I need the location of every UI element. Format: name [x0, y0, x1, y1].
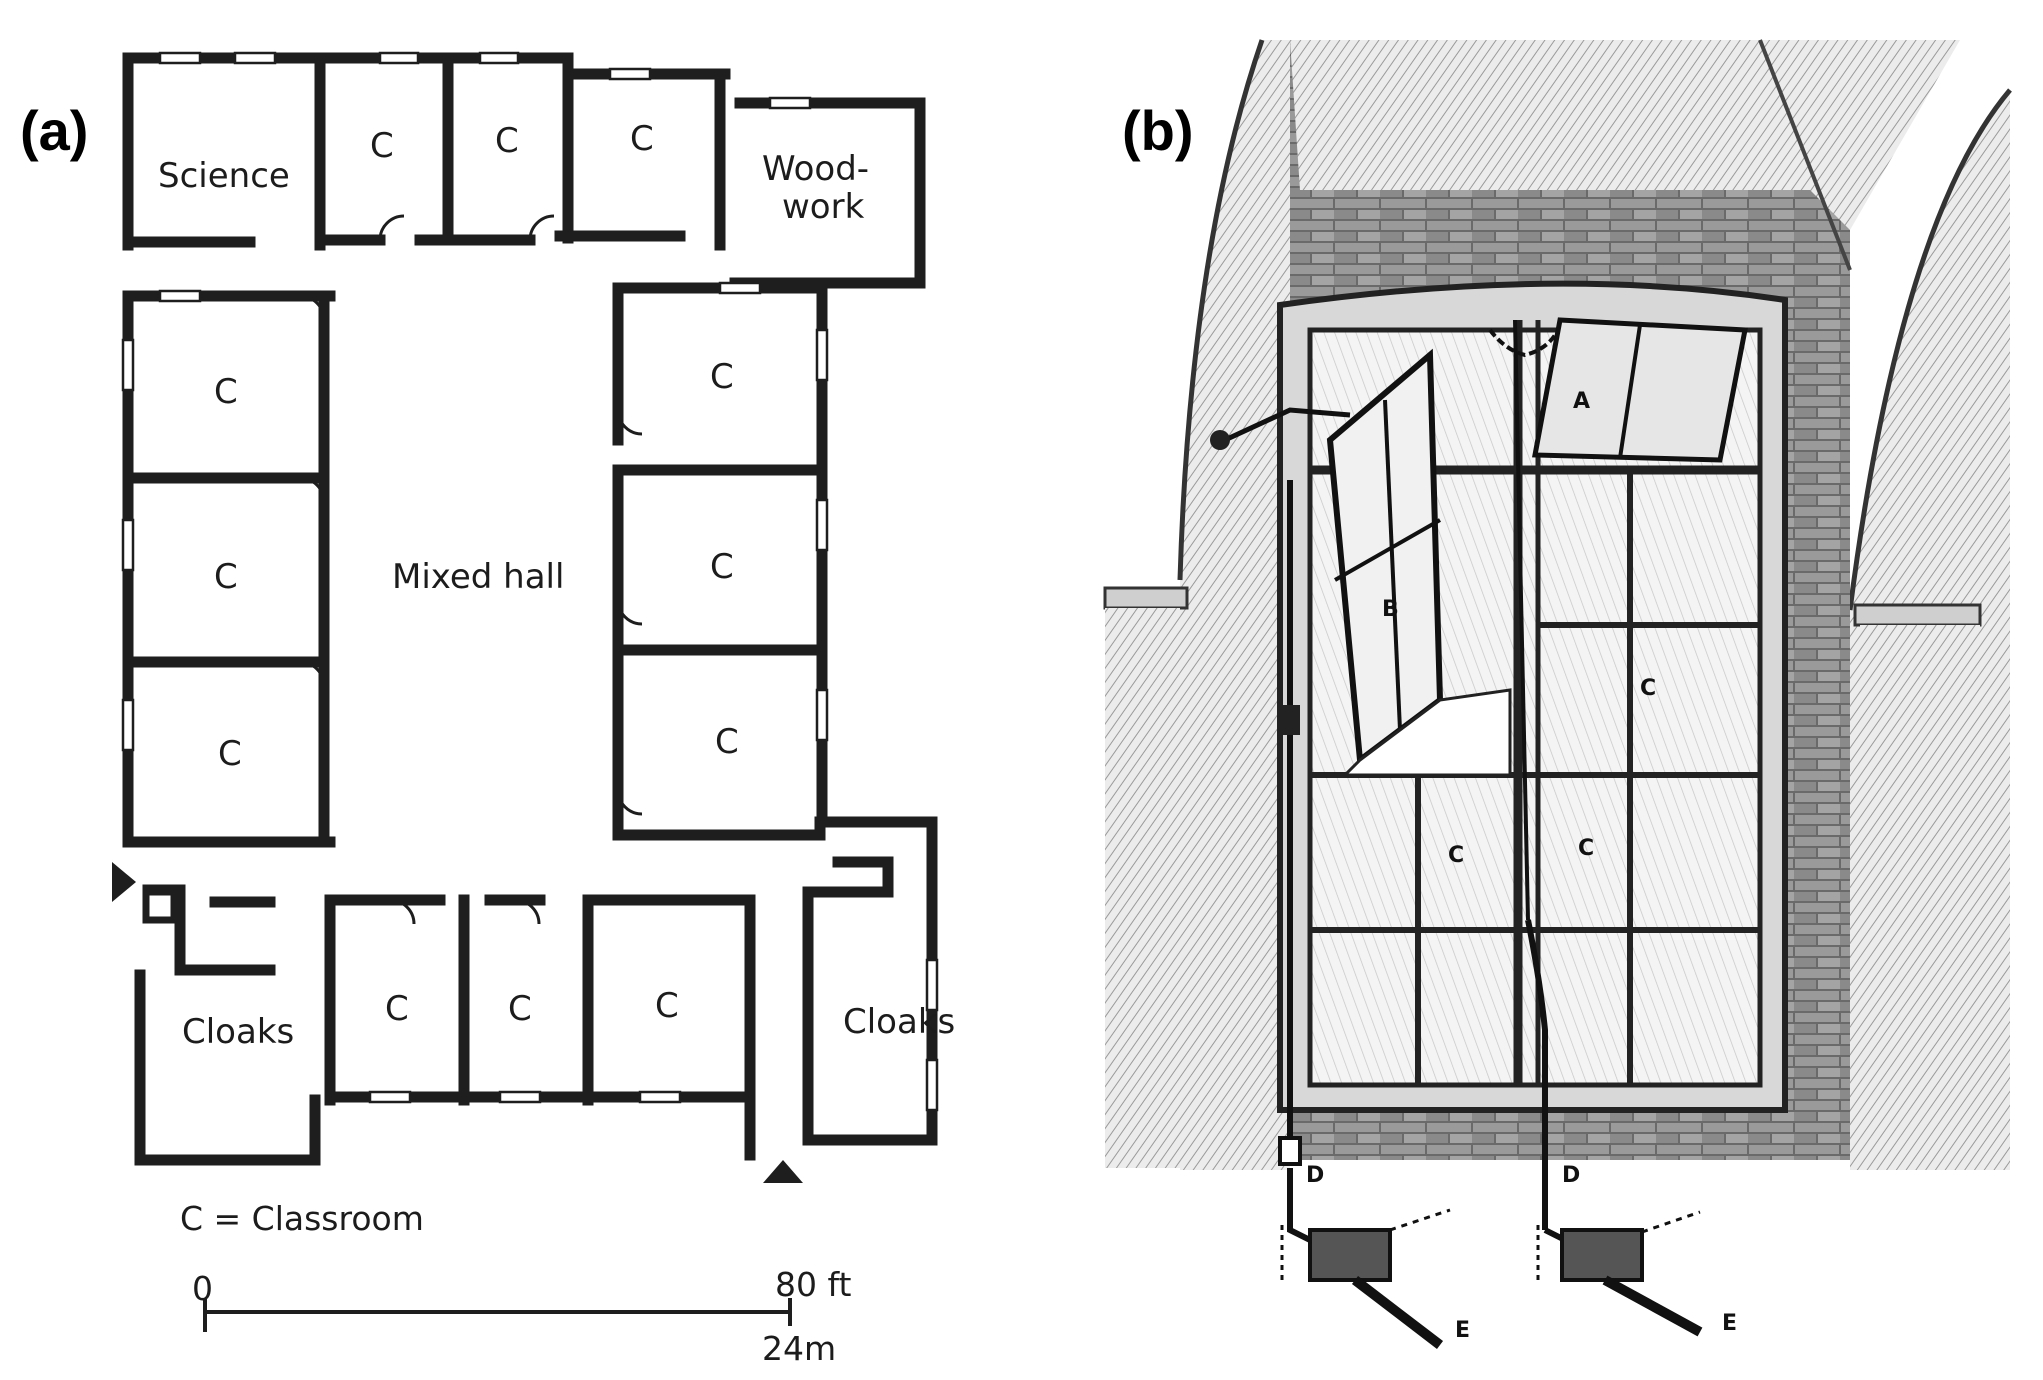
room-label-classroom: C: [218, 734, 242, 774]
legend-text: C = Classroom: [180, 1199, 424, 1238]
scale-start: 0: [192, 1269, 213, 1308]
window-frame: [1277, 280, 1788, 1113]
label-a: A: [1573, 389, 1590, 414]
room-label-cloaks-right: Cloaks: [843, 1002, 955, 1042]
room-label-science: Science: [158, 156, 290, 196]
chimney: [142, 888, 178, 924]
scale-end-m: 24m: [762, 1329, 836, 1368]
entrance-marker-west: [112, 862, 136, 902]
room-label-classroom: C: [385, 989, 409, 1029]
room-label-cloaks-left: Cloaks: [182, 1012, 294, 1052]
label-b: B: [1382, 597, 1399, 622]
window-markings: [121, 51, 939, 1112]
label-e: E: [1455, 1318, 1470, 1343]
room-label-classroom: C: [715, 722, 739, 762]
label-c: C: [1578, 836, 1594, 861]
room-label-classroom: C: [630, 119, 654, 159]
room-label-mixed-hall: Mixed hall: [392, 557, 564, 597]
room-label-classroom: C: [370, 126, 394, 166]
panel-a-label: (a): [20, 99, 88, 162]
label-c: C: [1640, 676, 1656, 701]
room-label-classroom: C: [508, 989, 532, 1029]
scale-bar: 0 80 ft 24m: [192, 1265, 852, 1368]
label-c: C: [1448, 843, 1464, 868]
room-label-classroom: C: [495, 121, 519, 161]
panel-b: (b): [1103, 39, 2012, 1349]
operating-rods: [1210, 319, 1703, 1349]
door-swings: [299, 214, 643, 925]
panel-a: (a): [20, 51, 955, 1368]
room-label-woodwork: Wood-: [762, 149, 869, 189]
room-label-classroom: C: [214, 372, 238, 412]
panel-b-label: (b): [1122, 99, 1194, 162]
room-label-classroom: C: [214, 557, 238, 597]
room-label-classroom: C: [710, 547, 734, 587]
room-label-classroom: C: [710, 357, 734, 397]
room-label-classroom: C: [655, 986, 679, 1026]
scale-end-ft: 80 ft: [775, 1265, 852, 1304]
entrance-marker-south: [763, 1160, 803, 1183]
room-label-woodwork: work: [782, 187, 865, 227]
label-d: D: [1306, 1163, 1324, 1188]
label-e: E: [1722, 1311, 1737, 1336]
label-d: D: [1562, 1163, 1580, 1188]
